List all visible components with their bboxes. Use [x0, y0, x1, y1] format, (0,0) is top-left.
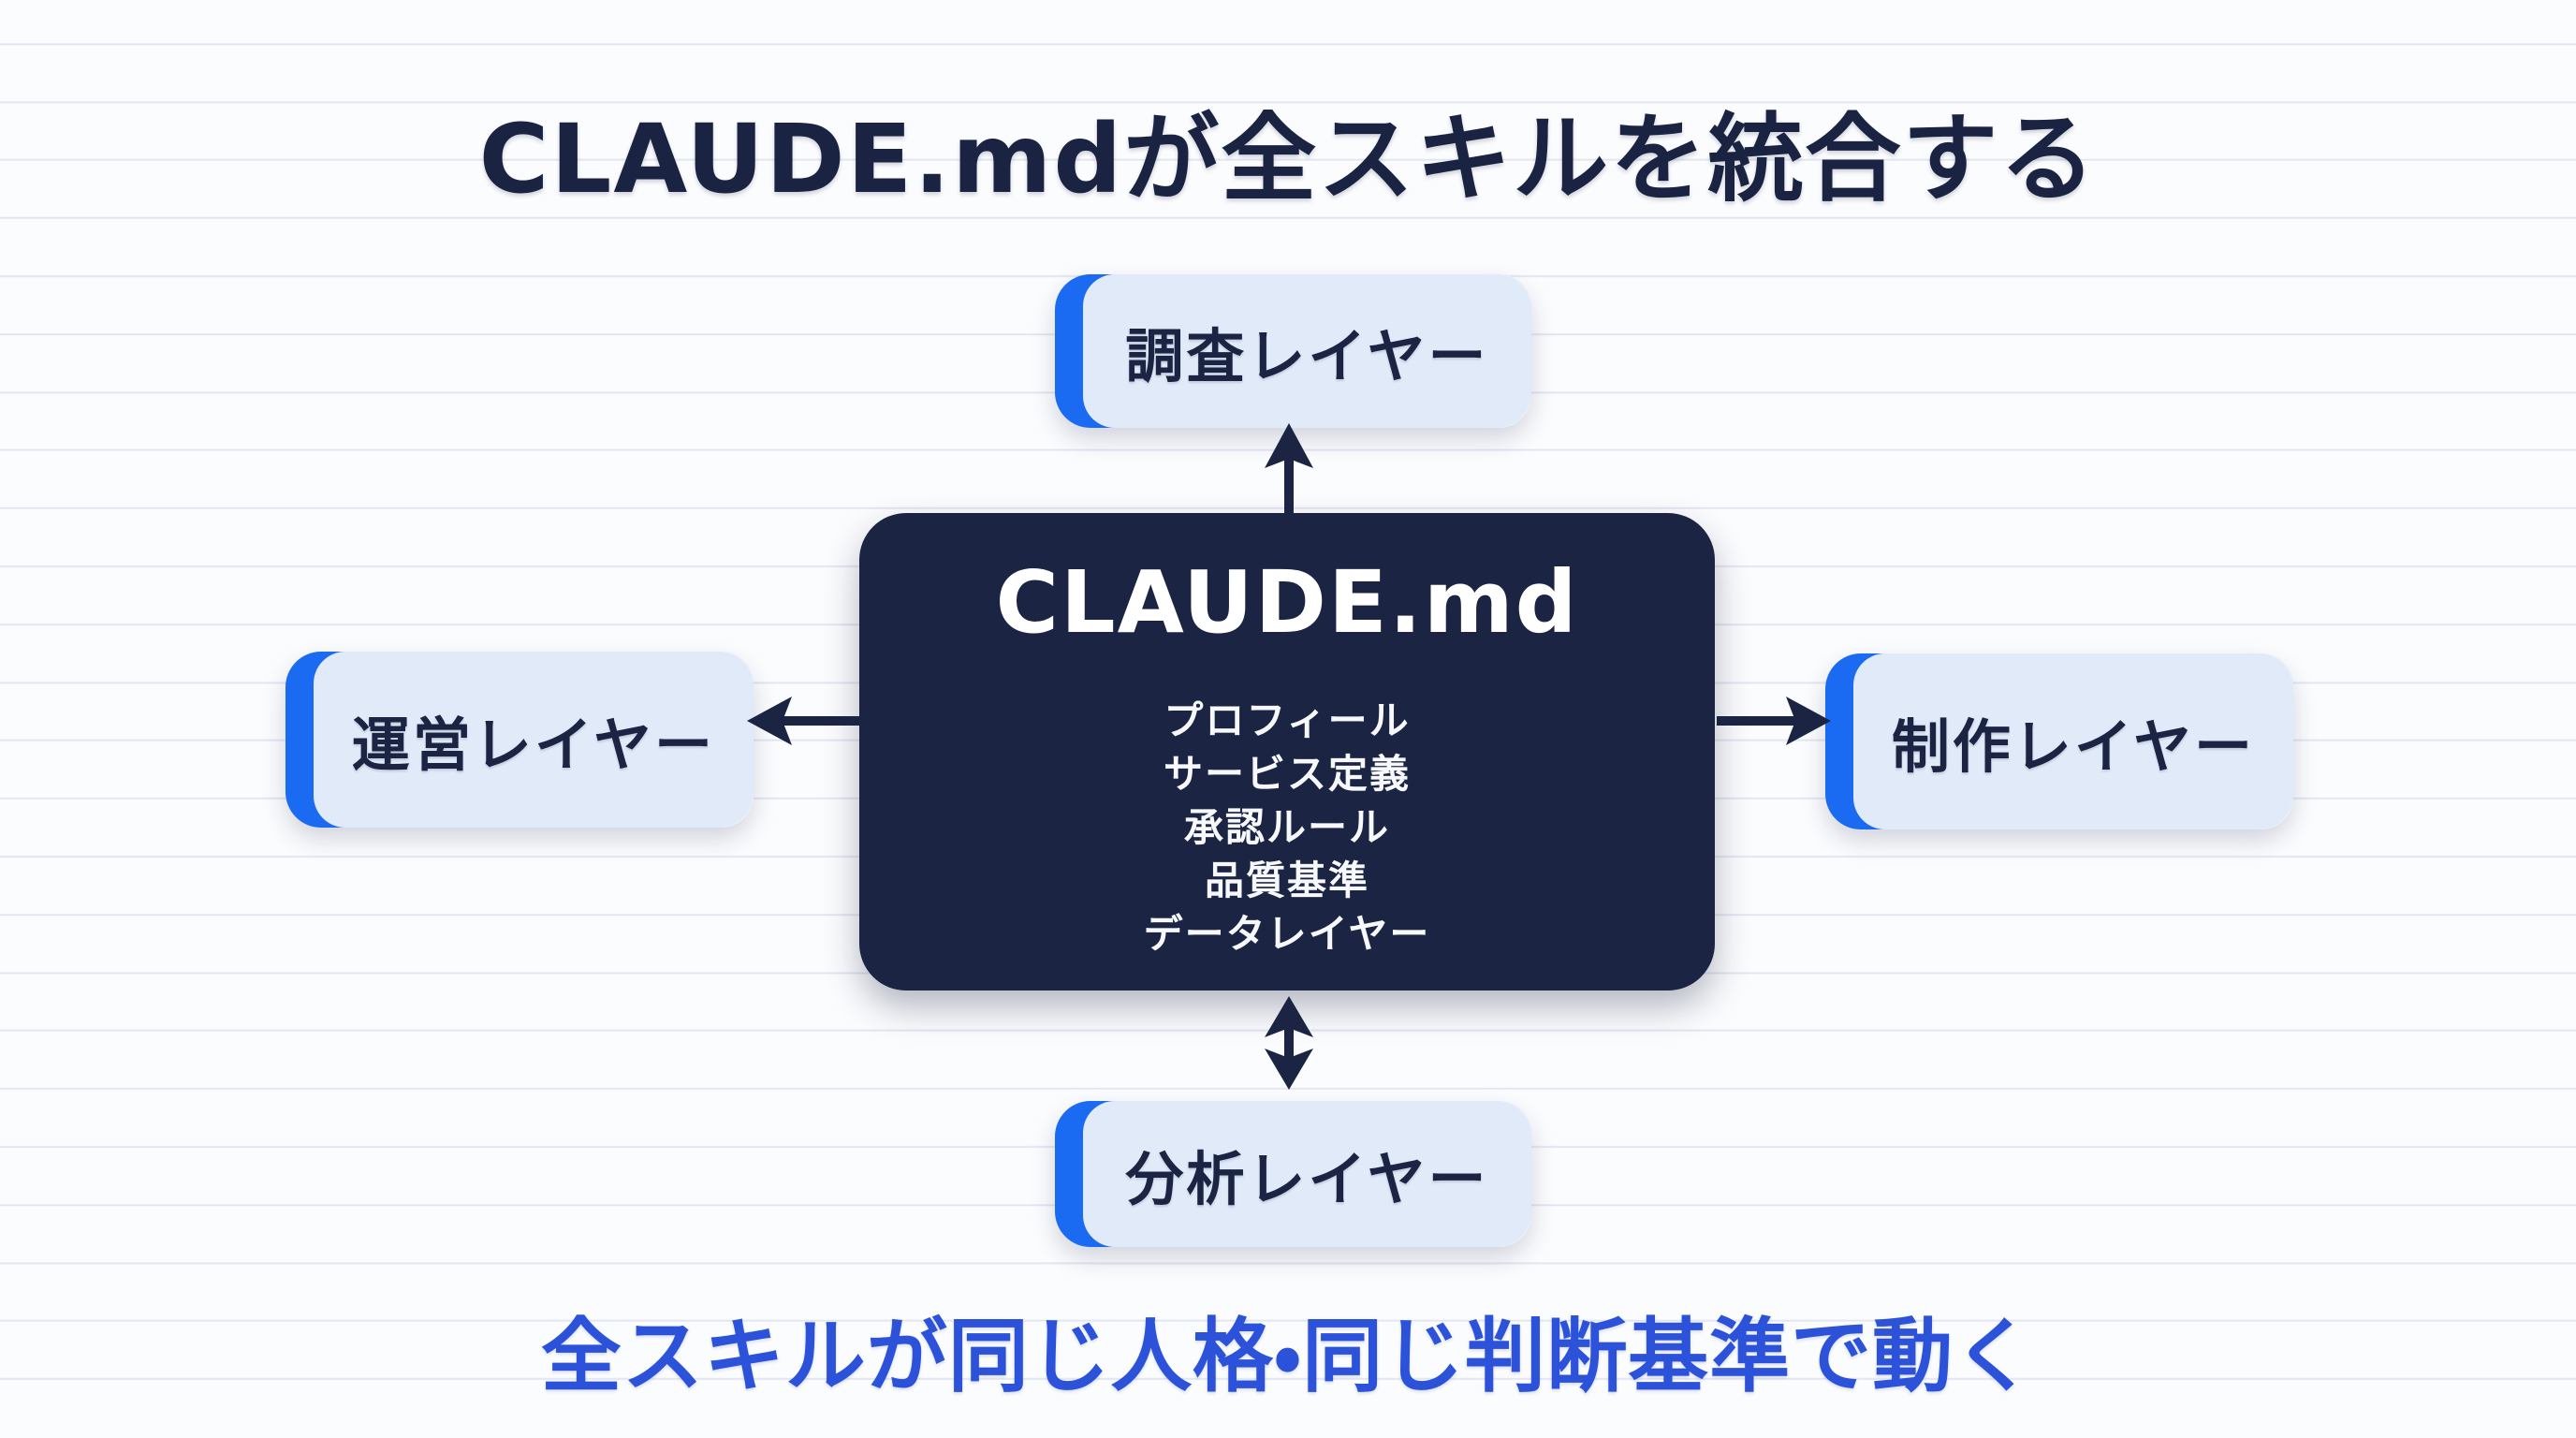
layer-box-operations: 運営レイヤー — [285, 652, 754, 828]
layer-box-research: 調査レイヤー — [1055, 274, 1531, 428]
arrow-right-icon — [1717, 697, 1831, 745]
caption: 全スキルが同じ人格・同じ判断基準で動く — [540, 1310, 2036, 1403]
layer-box-research-label: 調査レイヤー — [1125, 322, 1489, 390]
claude-md-item-approval-rules: 承認ルール — [1183, 804, 1390, 851]
layer-box-operations-label: 運営レイヤー — [351, 711, 716, 779]
claude-md-box: CLAUDE.md プロフィール サービス定義 承認ルール 品質基準 データレイ… — [859, 513, 1715, 990]
claude-md-item-quality-std: 品質基準 — [1204, 858, 1369, 904]
claude-md-item-data-layer: データレイヤー — [1143, 911, 1431, 958]
arrow-left-icon — [747, 697, 861, 745]
claude-md-item-profile: プロフィール — [1164, 697, 1411, 744]
layer-box-production: 制作レイヤー — [1825, 653, 2293, 829]
layer-box-production-label: 制作レイヤー — [1891, 712, 2256, 781]
arrow-up-icon — [1265, 423, 1313, 513]
layer-box-operations-panel: 運営レイヤー — [314, 652, 754, 828]
page-title: CLAUDE.mdが全スキルを統合する — [478, 104, 2098, 215]
layer-box-production-panel: 制作レイヤー — [1853, 653, 2293, 829]
layer-box-analysis-label: 分析レイヤー — [1125, 1145, 1489, 1213]
claude-md-item-service-def: サービス定義 — [1163, 751, 1411, 798]
layer-box-research-panel: 調査レイヤー — [1083, 274, 1531, 428]
layer-box-analysis-panel: 分析レイヤー — [1083, 1101, 1531, 1247]
claude-md-box-title: CLAUDE.md — [995, 552, 1579, 653]
claude-md-item-list: プロフィール サービス定義 承認ルール 品質基準 データレイヤー — [859, 694, 1715, 961]
layer-box-analysis: 分析レイヤー — [1055, 1101, 1531, 1247]
arrow-double-vertical-icon — [1265, 996, 1313, 1090]
